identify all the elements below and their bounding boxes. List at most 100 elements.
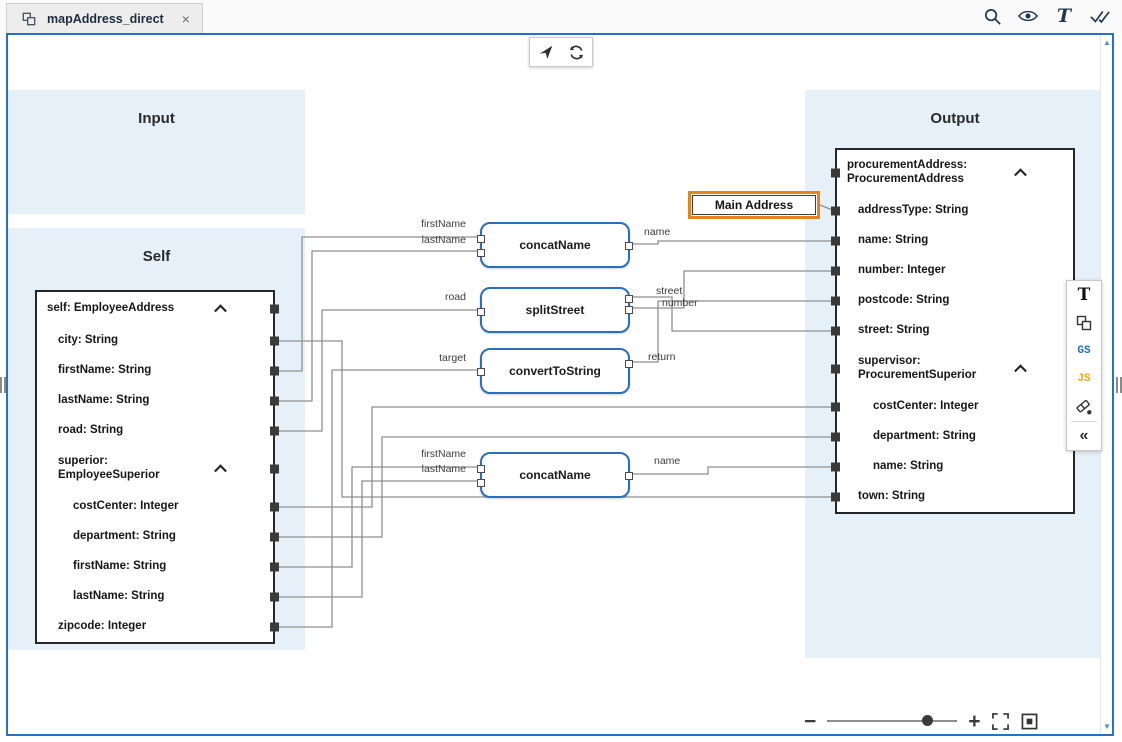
tree-row[interactable]: street: String (831, 316, 1073, 346)
connection-port[interactable] (831, 492, 840, 502)
tree-row[interactable]: self: EmployeeAddress (37, 292, 279, 326)
chevron-up-icon[interactable] (1014, 364, 1027, 378)
javascript-button[interactable]: JS (1067, 365, 1101, 393)
remove-mapping-button[interactable] (1067, 393, 1101, 421)
output-port-name[interactable] (625, 242, 633, 250)
tree-row[interactable]: zipcode: Integer (37, 612, 279, 642)
tree-row[interactable]: name: String (831, 226, 1073, 256)
tree-row[interactable]: town: String (831, 482, 1073, 512)
output-port-number[interactable] (625, 306, 633, 314)
tab-mapaddress-direct[interactable]: mapAddress_direct × (6, 3, 203, 33)
wire-lastname-concat1[interactable] (275, 250, 480, 402)
constant-node-main-address[interactable]: Main Address (688, 191, 820, 219)
validate-all-icon[interactable] (1090, 6, 1110, 26)
zoom-slider-handle[interactable] (922, 715, 934, 726)
connection-port[interactable] (831, 364, 840, 374)
input-port-lastname[interactable] (477, 249, 485, 257)
target-node-procurementaddress[interactable]: procurementAddress: ProcurementAddress a… (831, 148, 1075, 514)
scroll-up-button[interactable]: ▲ (1103, 38, 1111, 47)
output-port-return[interactable] (625, 360, 633, 368)
tree-row[interactable]: city: String (37, 326, 279, 356)
wire-concat2-name[interactable] (630, 466, 835, 475)
wire-road-splitstreet[interactable] (275, 309, 480, 432)
input-port-road[interactable] (477, 308, 485, 316)
fullscreen-button[interactable] (992, 712, 1010, 730)
connection-port[interactable] (270, 396, 279, 406)
input-port-target[interactable] (477, 368, 485, 376)
function-node-splitstreet[interactable]: splitStreet (477, 287, 633, 333)
connection-port[interactable] (831, 296, 840, 306)
wire-sup-firstname-concat2[interactable] (275, 466, 480, 568)
wire-number[interactable] (630, 270, 835, 309)
wire-firstname-concat1[interactable] (275, 236, 480, 372)
refresh-button[interactable] (566, 42, 586, 62)
tree-row[interactable]: firstName: String (37, 356, 279, 386)
connection-port[interactable] (270, 532, 279, 542)
collapse-palette-button[interactable]: « (1067, 422, 1101, 450)
text-types-icon[interactable]: T (1056, 4, 1072, 27)
tree-row[interactable]: road: String (37, 416, 279, 446)
connection-port[interactable] (270, 366, 279, 376)
connection-port[interactable] (270, 622, 279, 632)
connection-port[interactable] (831, 168, 840, 178)
chevron-up-icon[interactable] (1014, 168, 1027, 182)
zoom-slider[interactable] (827, 715, 958, 726)
zoom-in-button[interactable]: + (968, 709, 981, 733)
tree-row[interactable]: costCenter: Integer (37, 492, 279, 522)
function-node-concatname-2[interactable]: concatName (477, 452, 633, 498)
connection-port[interactable] (270, 336, 279, 346)
output-port-street[interactable] (625, 295, 633, 303)
connection-port[interactable] (831, 266, 840, 276)
tree-row[interactable]: postcode: String (831, 286, 1073, 316)
groovy-script-button[interactable]: GS (1067, 337, 1101, 365)
input-port-firstname[interactable] (477, 235, 485, 243)
source-node-self[interactable]: self: EmployeeAddress city: String first… (35, 290, 279, 644)
constant-tool-button[interactable]: T (1067, 281, 1101, 309)
scroll-down-button[interactable]: ▼ (1103, 722, 1111, 731)
connection-port[interactable] (270, 426, 279, 436)
tree-row[interactable]: superior: EmployeeSuperior (37, 446, 279, 492)
zoom-out-button[interactable]: − (804, 709, 817, 733)
tree-row[interactable]: name: String (831, 452, 1073, 482)
tree-row[interactable]: department: String (831, 422, 1073, 452)
function-node-concatname-1[interactable]: concatName (477, 222, 633, 268)
wire-sup-lastname-concat2[interactable] (275, 480, 480, 598)
connection-port[interactable] (831, 206, 840, 216)
wire-postcode[interactable] (630, 300, 835, 363)
wire-costcenter[interactable] (275, 406, 835, 508)
mapping-canvas[interactable]: Input Self Output self: EmployeeAddress (6, 33, 1114, 736)
wire-zipcode-converttostring[interactable] (275, 369, 480, 628)
tree-row[interactable]: firstName: String (37, 552, 279, 582)
connection-port[interactable] (270, 592, 279, 602)
connection-port[interactable] (831, 462, 840, 472)
input-port-firstname[interactable] (477, 465, 485, 473)
output-port-name[interactable] (625, 472, 633, 480)
function-node-converttostring[interactable]: convertToString (477, 348, 633, 394)
preview-eye-icon[interactable] (1018, 6, 1038, 26)
tree-row[interactable]: supervisor: ProcurementSuperior (831, 346, 1073, 392)
connection-port[interactable] (270, 502, 279, 512)
tree-row[interactable]: lastName: String (37, 386, 279, 416)
connection-port[interactable] (270, 562, 279, 572)
left-splitter-handle[interactable] (0, 377, 6, 393)
search-icon[interactable] (982, 6, 1002, 26)
tree-row[interactable]: costCenter: Integer (831, 392, 1073, 422)
connection-port[interactable] (270, 464, 279, 474)
tree-row[interactable]: addressType: String (831, 196, 1073, 226)
connection-port[interactable] (831, 402, 840, 412)
wire-department[interactable] (275, 436, 835, 538)
navigate-button[interactable] (536, 42, 556, 62)
connection-port[interactable] (831, 236, 840, 246)
connection-port[interactable] (831, 326, 840, 336)
fit-to-screen-button[interactable] (1021, 712, 1039, 730)
connection-port[interactable] (831, 432, 840, 442)
input-port-lastname[interactable] (477, 479, 485, 487)
tree-row[interactable]: number: Integer (831, 256, 1073, 286)
chevron-up-icon[interactable] (214, 304, 227, 318)
wire-street[interactable] (630, 296, 835, 332)
tree-row[interactable]: procurementAddress: ProcurementAddress (831, 150, 1073, 196)
structure-tool-button[interactable] (1067, 309, 1101, 337)
close-tab-button[interactable]: × (181, 10, 190, 27)
tree-row[interactable]: department: String (37, 522, 279, 552)
chevron-up-icon[interactable] (214, 464, 227, 478)
